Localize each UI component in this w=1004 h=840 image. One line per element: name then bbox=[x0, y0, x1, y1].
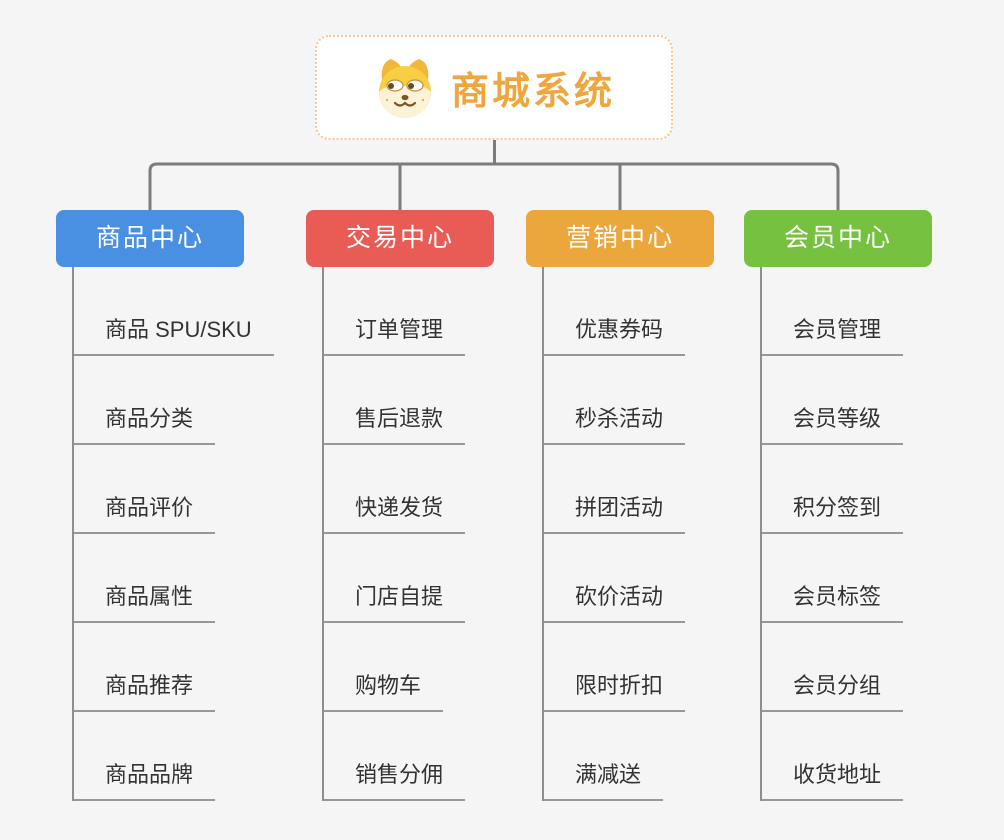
leaf-node[interactable]: 商品推荐 bbox=[72, 668, 216, 712]
leaf-node[interactable]: 购物车 bbox=[322, 668, 444, 712]
leaf-slot: 会员标签 bbox=[760, 534, 1000, 623]
leaf-slot: 满减送 bbox=[542, 712, 782, 801]
leaf-node[interactable]: 拼团活动 bbox=[542, 490, 686, 534]
leaf-node[interactable]: 商品评价 bbox=[72, 490, 216, 534]
leaf-node[interactable]: 会员分组 bbox=[760, 668, 904, 712]
branch-items-trade-center: 订单管理 售后退款 快递发货 门店自提 购物车 销售分佣 bbox=[322, 267, 562, 801]
leaf-slot: 订单管理 bbox=[322, 267, 562, 356]
branch-header-product-center[interactable]: 商品中心 bbox=[56, 210, 244, 267]
leaf-slot: 收货地址 bbox=[760, 712, 1000, 801]
leaf-node[interactable]: 快递发货 bbox=[322, 490, 466, 534]
leaf-slot: 商品品牌 bbox=[72, 712, 312, 801]
leaf-node[interactable]: 门店自提 bbox=[322, 579, 466, 623]
leaf-node[interactable]: 收货地址 bbox=[760, 757, 904, 801]
leaf-slot: 砍价活动 bbox=[542, 534, 782, 623]
leaf-node[interactable]: 会员标签 bbox=[760, 579, 904, 623]
leaf-slot: 优惠券码 bbox=[542, 267, 782, 356]
leaf-slot: 商品 SPU/SKU bbox=[72, 267, 312, 356]
leaf-slot: 售后退款 bbox=[322, 356, 562, 445]
leaf-node[interactable]: 满减送 bbox=[542, 757, 664, 801]
branch-items-marketing-center: 优惠券码 秒杀活动 拼团活动 砍价活动 限时折扣 满减送 bbox=[542, 267, 782, 801]
leaf-node[interactable]: 订单管理 bbox=[322, 312, 466, 356]
dog-face-icon bbox=[373, 56, 437, 120]
leaf-node[interactable]: 商品品牌 bbox=[72, 757, 216, 801]
leaf-node[interactable]: 秒杀活动 bbox=[542, 401, 686, 445]
leaf-slot: 限时折扣 bbox=[542, 623, 782, 712]
leaf-node[interactable]: 商品分类 bbox=[72, 401, 216, 445]
root-node[interactable]: 商城系统 bbox=[315, 35, 673, 140]
leaf-node[interactable]: 积分签到 bbox=[760, 490, 904, 534]
leaf-slot: 会员等级 bbox=[760, 356, 1000, 445]
leaf-node[interactable]: 会员等级 bbox=[760, 401, 904, 445]
branch-trunk-line bbox=[542, 267, 544, 801]
leaf-node[interactable]: 商品属性 bbox=[72, 579, 216, 623]
leaf-slot: 积分签到 bbox=[760, 445, 1000, 534]
leaf-slot: 会员分组 bbox=[760, 623, 1000, 712]
leaf-slot: 门店自提 bbox=[322, 534, 562, 623]
branch-items-member-center: 会员管理 会员等级 积分签到 会员标签 会员分组 收货地址 bbox=[760, 267, 1000, 801]
leaf-slot: 购物车 bbox=[322, 623, 562, 712]
leaf-slot: 商品属性 bbox=[72, 534, 312, 623]
branch-items-product-center: 商品 SPU/SKU 商品分类 商品评价 商品属性 商品推荐 商品品牌 bbox=[72, 267, 312, 801]
leaf-node[interactable]: 售后退款 bbox=[322, 401, 466, 445]
branch-trunk-line bbox=[322, 267, 324, 801]
leaf-slot: 拼团活动 bbox=[542, 445, 782, 534]
leaf-slot: 商品推荐 bbox=[72, 623, 312, 712]
leaf-node[interactable]: 砍价活动 bbox=[542, 579, 686, 623]
leaf-slot: 快递发货 bbox=[322, 445, 562, 534]
leaf-node[interactable]: 会员管理 bbox=[760, 312, 904, 356]
branch-header-marketing-center[interactable]: 营销中心 bbox=[526, 210, 714, 267]
leaf-slot: 商品评价 bbox=[72, 445, 312, 534]
leaf-slot: 会员管理 bbox=[760, 267, 1000, 356]
leaf-slot: 销售分佣 bbox=[322, 712, 562, 801]
branch-header-member-center[interactable]: 会员中心 bbox=[744, 210, 932, 267]
leaf-slot: 商品分类 bbox=[72, 356, 312, 445]
leaf-node[interactable]: 销售分佣 bbox=[322, 757, 466, 801]
branch-trunk-line bbox=[760, 267, 762, 801]
branch-header-trade-center[interactable]: 交易中心 bbox=[306, 210, 494, 267]
root-title: 商城系统 bbox=[450, 71, 615, 113]
branch-trunk-line bbox=[72, 267, 74, 801]
leaf-slot: 秒杀活动 bbox=[542, 356, 782, 445]
leaf-node[interactable]: 商品 SPU/SKU bbox=[72, 312, 274, 356]
leaf-node[interactable]: 限时折扣 bbox=[542, 668, 686, 712]
leaf-node[interactable]: 优惠券码 bbox=[542, 312, 686, 356]
